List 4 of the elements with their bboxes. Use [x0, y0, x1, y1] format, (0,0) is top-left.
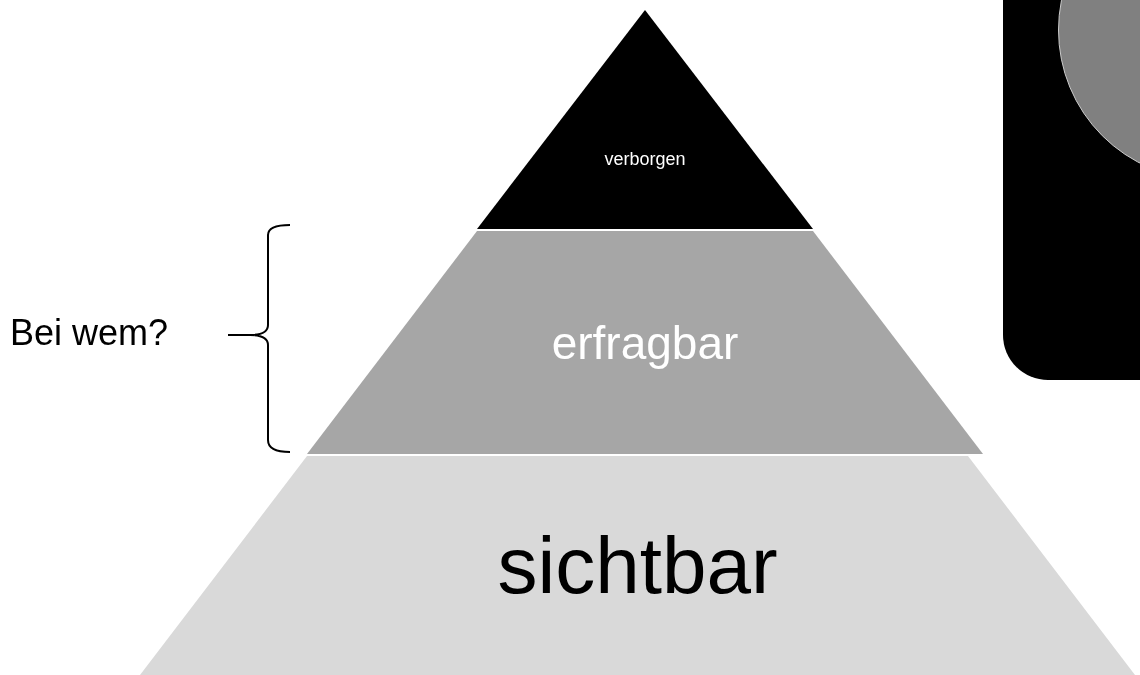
- layer-label: verborgen: [604, 149, 686, 170]
- question-label: Bei wem?: [10, 312, 169, 354]
- layer-label: erfragbar: [551, 315, 739, 370]
- layer-label: sichtbar: [497, 519, 778, 612]
